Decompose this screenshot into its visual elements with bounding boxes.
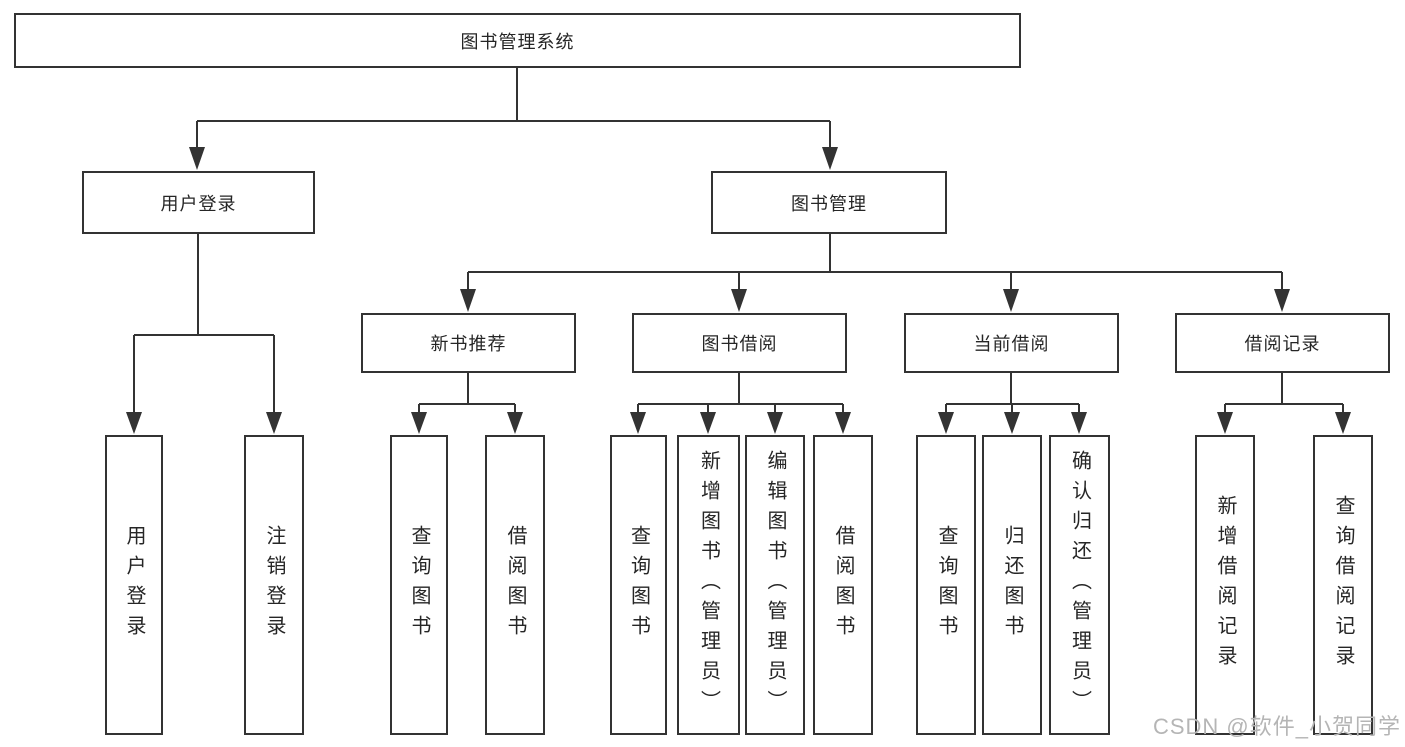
leaf-query-books-current: 查询图书 [916,435,976,735]
node-new-book-recommend: 新书推荐 [361,313,576,373]
node-book-borrowing: 图书借阅 [632,313,847,373]
leaf-add-borrow-record: 新增借阅记录 [1195,435,1255,735]
leaf-borrow-books-borrowing: 借阅图书 [813,435,873,735]
csdn-watermark: CSDN @软件_小贺同学 [1152,714,1401,739]
connector-currentborrow-to-leaves [945,373,1080,414]
leaf-user-login: 用户登录 [105,435,163,735]
arrowhead-icons [126,147,1351,434]
node-borrowing-records: 借阅记录 [1175,313,1390,373]
connector-bookmgmt-to-level3 [467,234,1283,292]
leaf-borrow-books-recommend: 借阅图书 [485,435,545,735]
connector-newbookrec-to-leaves [418,373,516,414]
node-book-management: 图书管理 [711,171,947,234]
leaf-confirm-return-admin: 确认归还（管理员） [1049,435,1110,735]
connector-borrowrecords-to-leaves [1224,373,1344,414]
connector-root-to-level2 [196,68,831,150]
connector-bookborrow-to-leaves [637,373,844,414]
leaf-logout: 注销登录 [244,435,304,735]
node-current-borrowing: 当前借阅 [904,313,1119,373]
leaf-query-books-recommend: 查询图书 [390,435,448,735]
node-user-login: 用户登录 [82,171,315,234]
leaf-query-borrow-record: 查询借阅记录 [1313,435,1373,735]
leaf-add-book-admin: 新增图书（管理员） [677,435,740,735]
leaf-query-books-borrowing: 查询图书 [610,435,667,735]
connector-userlogin-to-leaves [133,234,275,414]
node-root-library-system: 图书管理系统 [14,13,1021,68]
leaf-return-book: 归还图书 [982,435,1042,735]
leaf-edit-book-admin: 编辑图书（管理员） [745,435,805,735]
